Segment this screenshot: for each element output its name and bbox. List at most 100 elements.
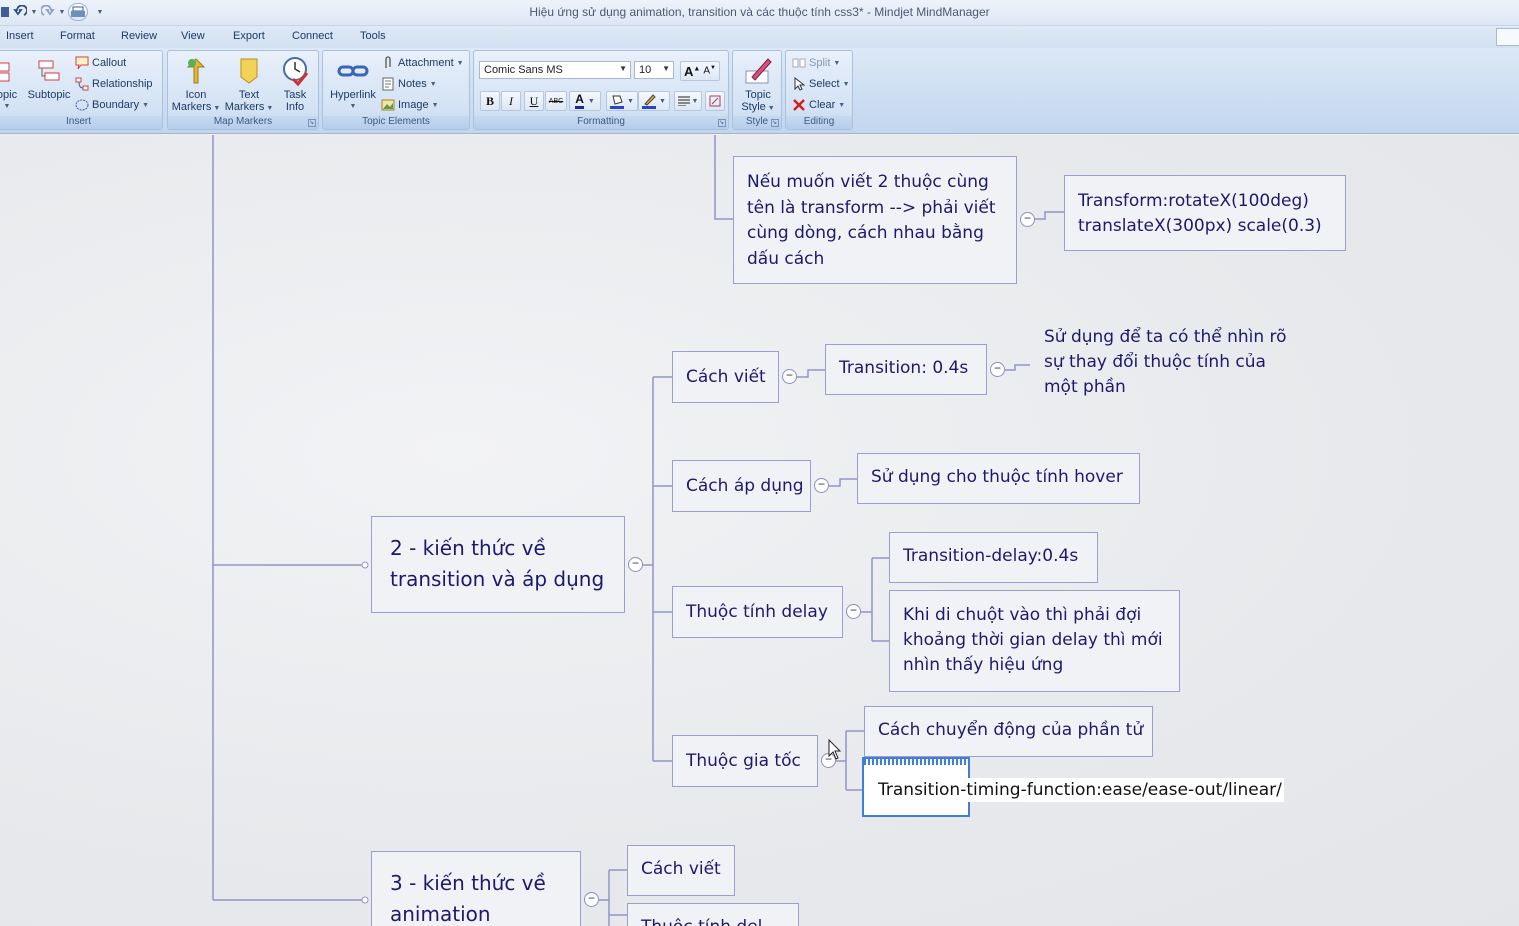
- notes-button[interactable]: Notes ▼: [381, 76, 437, 92]
- topic-main-2-transition[interactable]: 2 - kiến thức về transition và áp dụng: [371, 516, 625, 613]
- topic-transform-note[interactable]: Nếu muốn viết 2 thuộc cùng tên là transf…: [733, 156, 1017, 284]
- style-launcher-icon[interactable]: ↘: [771, 119, 779, 127]
- clear-button[interactable]: Clear ▼: [792, 97, 845, 113]
- boundary-button[interactable]: Boundary ▼: [75, 97, 149, 113]
- edit-frame-handle[interactable]: [864, 759, 968, 765]
- topic-cach-chuyen-dong[interactable]: Cách chuyển động của phần tử: [864, 706, 1153, 757]
- collapse-delay-icon[interactable]: −: [846, 604, 861, 619]
- topic-transition-delay[interactable]: Transition-delay:0.4s: [889, 532, 1098, 583]
- relationship-icon: [75, 77, 89, 91]
- collapse-transition-04s-icon[interactable]: −: [990, 362, 1005, 377]
- italic-button[interactable]: I: [501, 91, 521, 111]
- bold-button[interactable]: B: [480, 91, 500, 111]
- collapse-main-2-icon[interactable]: −: [628, 557, 643, 572]
- icon-markers-button[interactable]: Icon Markers ▼: [170, 55, 222, 115]
- timing-function-edit-field[interactable]: Transition-timing-function:ease/ease-out…: [876, 778, 1284, 802]
- map-canvas[interactable]: Nếu muốn viết 2 thuộc cùng tên là transf…: [0, 135, 1519, 926]
- group-topic-elements-label: Topic Elements: [323, 116, 469, 129]
- tab-format[interactable]: Format: [60, 30, 95, 42]
- customize-toolbar-icon[interactable]: ▼: [96, 8, 104, 16]
- undo-icon[interactable]: [12, 4, 28, 20]
- quick-access-toolbar: ▼ ▼ ▼: [0, 3, 106, 21]
- pen-icon: [642, 94, 657, 109]
- topic-cach-viet[interactable]: Cách viết: [672, 351, 779, 403]
- ribbon: opic ▼ Subtopic Callout Relationship Bou…: [0, 48, 1519, 134]
- group-topic-elements: Hyperlink ▼ Attachment ▼ Notes ▼ Image ▼…: [322, 50, 470, 130]
- topic-delay-explanation[interactable]: Khi di chuột vào thì phải đợi khoảng thờ…: [889, 590, 1180, 692]
- image-icon: [381, 99, 395, 111]
- collapse-main-3-icon[interactable]: −: [584, 892, 599, 907]
- collapse-transform-note-icon[interactable]: −: [1020, 212, 1035, 227]
- undo-dropdown-icon[interactable]: ▼: [30, 8, 38, 16]
- topic-hover-usage[interactable]: Sử dụng cho thuộc tính hover: [857, 453, 1140, 504]
- redo-icon[interactable]: [40, 4, 56, 20]
- topic-transition-04s[interactable]: Transition: 0.4s: [825, 344, 987, 395]
- strikethrough-button[interactable]: ABC: [545, 91, 567, 111]
- group-formatting: Comic Sans MS ▼ 10 ▼ A▲ A▼ B I U ABC A▼ …: [473, 50, 729, 130]
- group-formatting-label: Formatting: [474, 116, 728, 129]
- map-markers-launcher-icon[interactable]: ↘: [308, 119, 316, 127]
- topic-main-3-animation[interactable]: 3 - kiến thức về animation: [371, 851, 581, 926]
- topic-icon: [0, 62, 10, 82]
- topic-transform-example[interactable]: Transform:rotateX(100deg) translateX(300…: [1064, 175, 1346, 251]
- print-icon[interactable]: [68, 3, 88, 21]
- text-markers-icon: [240, 58, 258, 84]
- hyperlink-label: Hyperlink: [330, 89, 376, 101]
- topic-style-icon: [745, 58, 772, 84]
- attachment-button[interactable]: Attachment ▼: [381, 55, 464, 71]
- topic-partial-next[interactable]: Thuộc tính del: [627, 903, 799, 926]
- help-box[interactable]: [1496, 28, 1519, 46]
- topic-thuoc-tinh-delay[interactable]: Thuộc tính delay: [672, 586, 843, 638]
- group-map-markers: Icon Markers ▼ Text Markers ▼ Task Info …: [167, 50, 319, 130]
- hyperlink-button[interactable]: Hyperlink ▼: [325, 55, 381, 113]
- underline-button[interactable]: U: [524, 91, 544, 111]
- split-button[interactable]: Split ▼: [792, 55, 840, 71]
- clear-icon: [793, 99, 805, 111]
- tab-review[interactable]: Review: [121, 30, 158, 42]
- text-markers-button[interactable]: Text Markers ▼: [224, 55, 274, 115]
- topic-thuoc-gia-toc[interactable]: Thuộc gia tốc: [672, 735, 818, 787]
- align-button[interactable]: ▼: [674, 91, 702, 111]
- fill-bucket-icon: [610, 95, 625, 109]
- image-button[interactable]: Image ▼: [381, 97, 439, 113]
- topic-style-button[interactable]: Topic Style ▼: [735, 55, 781, 115]
- title-bar: ▼ ▼ ▼ Hiệu ứng sử dụng animation, transi…: [0, 0, 1519, 26]
- grow-shrink-font-buttons[interactable]: A▲ A▼: [680, 61, 720, 81]
- select-button[interactable]: Select ▼: [792, 76, 850, 92]
- note-transition-usage[interactable]: Sử dụng để ta có thể nhìn rõ sự thay đổi…: [1044, 327, 1287, 397]
- formatting-launcher-icon[interactable]: ↘: [718, 119, 726, 127]
- callout-button[interactable]: Callout: [75, 55, 126, 71]
- format-painter-button[interactable]: [705, 91, 725, 111]
- tab-insert[interactable]: Insert: [6, 30, 34, 42]
- split-icon: [792, 58, 806, 68]
- font-color-button[interactable]: A▼: [569, 91, 601, 111]
- subtopic-label: Subtopic: [27, 89, 71, 101]
- subtopic-button[interactable]: Subtopic: [25, 55, 73, 101]
- fill-color-button[interactable]: ▼: [606, 91, 638, 111]
- font-family-select[interactable]: Comic Sans MS ▼: [479, 61, 631, 79]
- pointer-icon: [794, 77, 806, 91]
- font-size-select[interactable]: 10 ▼: [634, 61, 674, 79]
- topic-button[interactable]: opic ▼: [0, 55, 19, 113]
- format-painter-icon: [709, 95, 721, 107]
- line-color-button[interactable]: ▼: [638, 91, 670, 111]
- task-info-button[interactable]: Task Info: [276, 55, 314, 113]
- topic-cach-ap-dung[interactable]: Cách áp dụng: [672, 460, 811, 512]
- relationship-button[interactable]: Relationship: [75, 76, 153, 92]
- redo-dropdown-icon[interactable]: ▼: [58, 8, 66, 16]
- group-style: Topic Style ▼ Style ↘: [732, 50, 782, 130]
- tab-view[interactable]: View: [181, 30, 205, 42]
- group-editing-label: Editing: [786, 116, 852, 129]
- connector-lines: [212, 135, 1064, 926]
- align-icon: [677, 96, 690, 106]
- shrink-font-icon[interactable]: A▼: [703, 65, 716, 77]
- window-title: Hiệu ứng sử dụng animation, transition v…: [529, 5, 990, 19]
- tab-export[interactable]: Export: [233, 30, 265, 42]
- collapse-cach-viet-icon[interactable]: −: [782, 369, 797, 384]
- collapse-cach-ap-dung-icon[interactable]: −: [814, 478, 829, 493]
- tab-tools[interactable]: Tools: [360, 30, 386, 42]
- grow-font-icon[interactable]: A▲: [684, 63, 701, 79]
- tab-connect[interactable]: Connect: [292, 30, 333, 42]
- topic-cach-viet-animation[interactable]: Cách viết: [627, 845, 735, 896]
- save-icon[interactable]: [0, 4, 10, 20]
